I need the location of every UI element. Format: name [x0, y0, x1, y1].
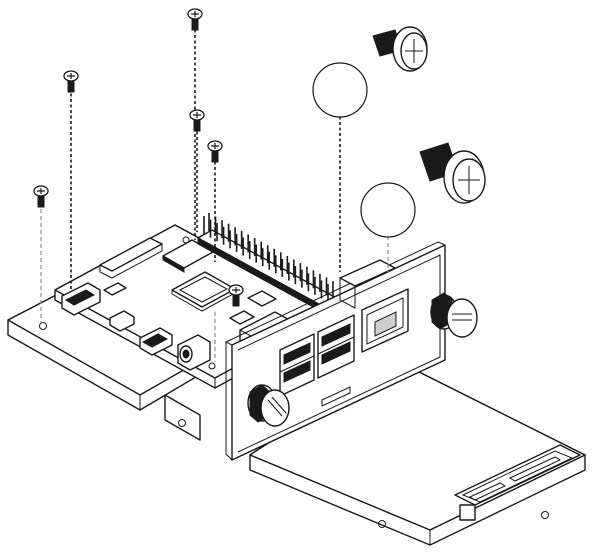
callout-top	[312, 62, 368, 118]
enlarged-screw-top	[372, 26, 428, 72]
bracket-screw-hole	[39, 322, 47, 330]
usb-port-stack-left	[279, 333, 315, 397]
ethernet-port	[361, 288, 409, 353]
sata-connector	[454, 444, 581, 521]
hdmi-port	[61, 282, 101, 316]
screw	[207, 140, 223, 163]
thumbscrew-right	[430, 292, 478, 338]
screw	[33, 185, 49, 208]
audio-jack	[177, 334, 211, 371]
ssd-screw-hole	[541, 511, 549, 519]
ssd-screw-hole	[378, 520, 386, 528]
screw	[187, 8, 203, 31]
usb-port-stack-right	[317, 314, 355, 379]
assembly-guides	[40, 24, 389, 362]
display-connector	[99, 237, 163, 279]
screw	[228, 284, 244, 307]
enlarged-screw-bottom	[419, 142, 486, 204]
screw	[189, 109, 205, 132]
gpio-header	[197, 213, 341, 315]
callout-bottom	[360, 182, 416, 238]
thumbscrew-left	[247, 384, 290, 427]
screw	[63, 70, 79, 93]
